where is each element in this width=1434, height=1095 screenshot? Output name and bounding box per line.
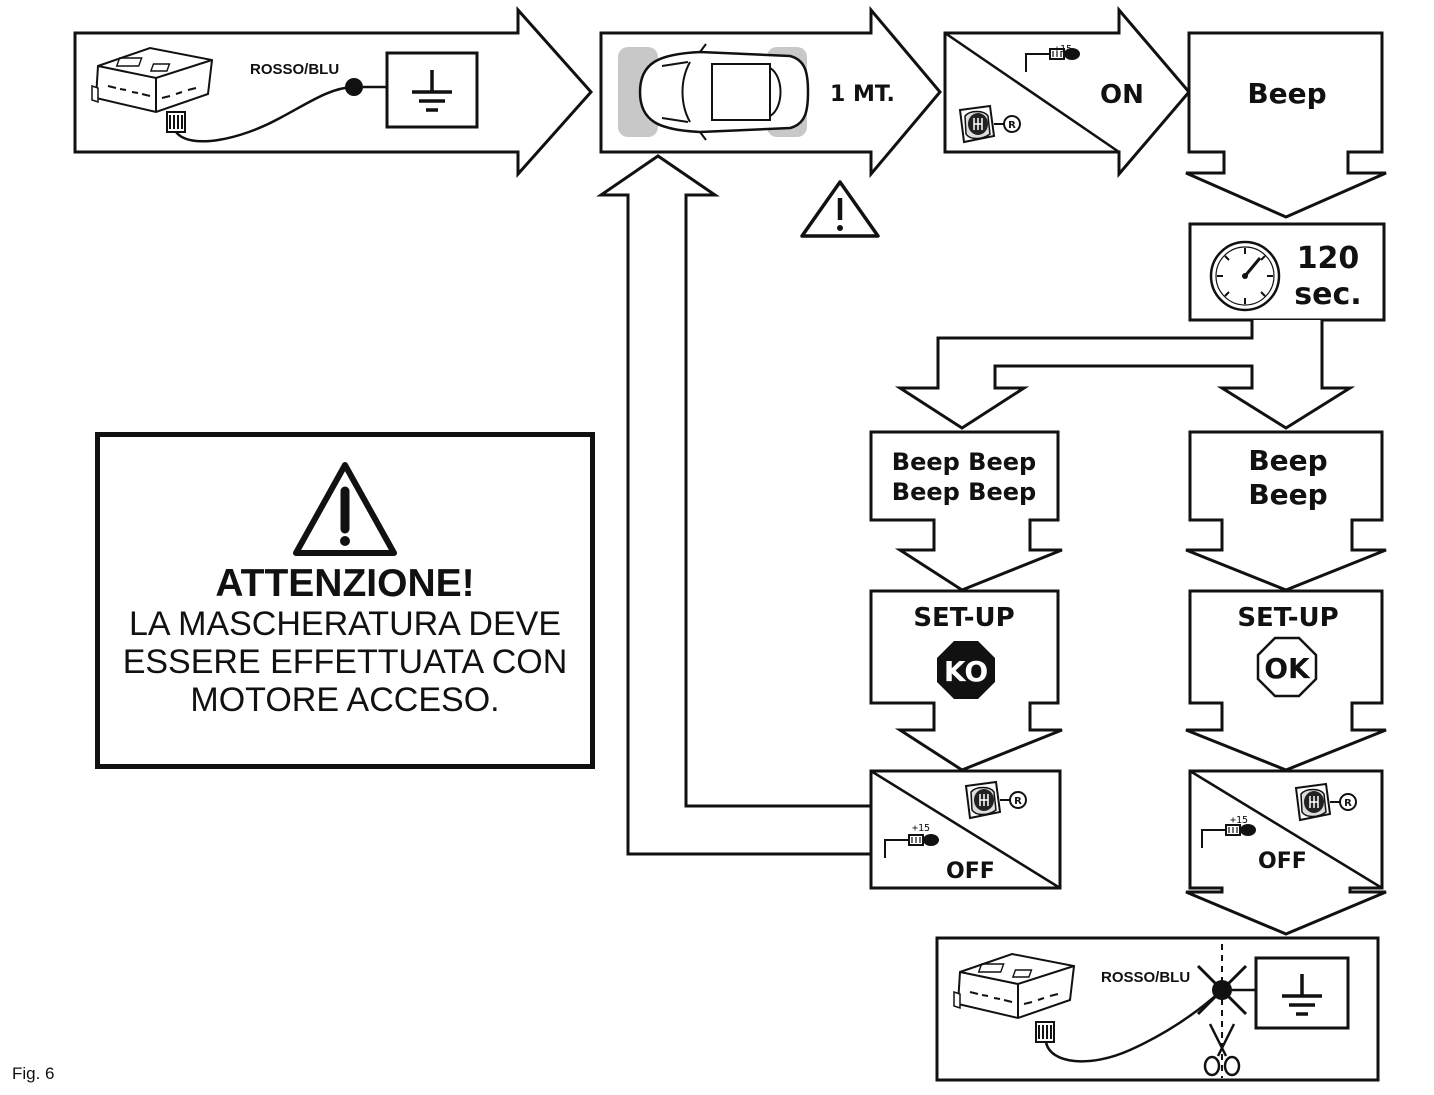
warning-box: ATTENZIONE! LA MASCHERATURA DEVE ESSERE …	[95, 432, 595, 769]
step-beep-ok	[1185, 430, 1387, 592]
beep-ok-line1: Beep	[1248, 444, 1327, 477]
return-loop-arrow	[596, 154, 871, 856]
branch-to-fail	[894, 320, 1356, 430]
timer-unit: sec.	[1294, 277, 1361, 312]
step-beep-fail	[869, 430, 1063, 592]
distance-label: 1 MT.	[830, 82, 895, 107]
warning-line-3: MOTORE ACCESO.	[190, 681, 500, 719]
ignition-on-label: ON	[1100, 80, 1144, 110]
result-ok-label: OK	[1264, 652, 1311, 685]
step-ignition-off-ok	[1185, 769, 1387, 936]
scissors-icon	[1203, 1023, 1241, 1077]
stopwatch-icon	[1209, 240, 1281, 312]
beep-ok-line2: Beep	[1248, 478, 1327, 511]
warning-triangle-icon	[800, 180, 880, 238]
ignition-terminal-label: +15	[1054, 44, 1072, 55]
wire-junction	[345, 78, 363, 96]
ignition-off-fail-label: OFF	[946, 859, 995, 884]
result-ko-label: KO	[944, 655, 988, 688]
beep-single-label: Beep	[1247, 77, 1326, 110]
warning-line-2: ESSERE EFFETTUATA CON	[122, 643, 568, 681]
figure-label: Fig. 6	[12, 1064, 55, 1083]
connector-icon-final	[1035, 1021, 1055, 1043]
timer-value: 120	[1297, 241, 1360, 276]
reverse-gear-label-fail: R	[1014, 796, 1022, 807]
reverse-gear-label-ok: R	[1344, 798, 1352, 809]
ground-box-final	[1254, 956, 1350, 1030]
setup-ko-label: SET-UP	[913, 603, 1014, 633]
car-top-view-icon	[638, 43, 810, 141]
wire-label-bottom: ROSSO/BLU	[1101, 969, 1190, 986]
reverse-gear-label: R	[1008, 120, 1016, 131]
step-ignition-on-arrow	[943, 5, 1191, 179]
warning-title: ATTENZIONE!	[215, 562, 475, 605]
step-beep-arrow	[1185, 31, 1387, 219]
wire-label-top: ROSSO/BLU	[250, 61, 339, 78]
beep-fail-line1: Beep Beep	[892, 448, 1036, 476]
warning-line-1: LA MASCHERATURA DEVE	[128, 605, 562, 643]
ignition-terminal-label-fail: +15	[912, 823, 930, 834]
ignition-terminal-label-ok: +15	[1230, 815, 1248, 826]
setup-ok-label: SET-UP	[1237, 603, 1338, 633]
warning-triangle-icon-large	[293, 462, 397, 556]
beep-fail-line2: Beep Beep	[892, 478, 1036, 506]
connector-icon	[166, 111, 186, 133]
ignition-off-ok-label: OFF	[1258, 849, 1307, 874]
